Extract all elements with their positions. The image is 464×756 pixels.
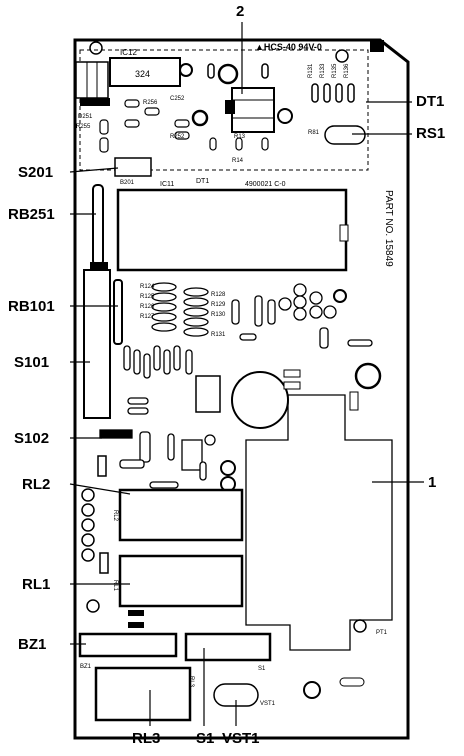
left-small-components — [99, 99, 269, 153]
left-label-11: R14 — [232, 158, 244, 164]
r-label-mid-7: R131 — [211, 332, 226, 338]
rl3-board-label: RL3 — [188, 676, 194, 688]
callout-s201: S201 — [18, 164, 54, 181]
r-label-mid-6: R130 — [211, 312, 226, 318]
callout-bz1: BZ1 — [18, 636, 47, 653]
rs1-component — [324, 125, 366, 145]
s102-area — [99, 429, 236, 492]
c12-capacitor — [354, 362, 382, 390]
callout-rb251: RB251 — [8, 206, 55, 223]
d12-diode — [349, 391, 359, 411]
callout-rs1: RS1 — [416, 125, 446, 142]
cap-top-1 — [217, 63, 239, 85]
r-label-mid-2: R126 — [140, 304, 155, 310]
left-label-1: R255 — [76, 124, 91, 130]
left-label-0: D251 — [78, 114, 93, 120]
region-1-outline — [245, 394, 393, 651]
rl2-relay — [118, 488, 244, 542]
r-label-mid-4: R128 — [211, 292, 226, 298]
rl1-board-label: RL1 — [112, 580, 118, 592]
d110-diode — [128, 622, 144, 628]
callout-rb101: RB101 — [8, 298, 55, 315]
left-label-6: R252 — [170, 134, 185, 140]
r-label-top-0: R131 — [308, 63, 314, 78]
cap-top-4 — [179, 63, 193, 77]
c-bottom-right — [303, 681, 321, 699]
rl1-relay — [118, 554, 244, 608]
r-label-top-1: R133 — [320, 63, 326, 78]
resistor-bank-lower — [123, 345, 193, 415]
resistor-bank-middle — [151, 282, 209, 337]
callout-1: 1 — [428, 474, 437, 491]
r-label-mid-3: R127 — [140, 314, 155, 320]
mounting-holes — [86, 41, 367, 633]
d18-diode — [283, 381, 301, 390]
callout-leaders — [69, 22, 424, 726]
r-label-mid-5: R129 — [211, 302, 226, 308]
ic11-label: IC11 — [160, 181, 174, 188]
dt1-component — [231, 87, 275, 133]
r-label-mid-0: R124 — [140, 284, 155, 290]
r-label-mid-1: R125 — [140, 294, 155, 300]
vst1-board-label: VST1 — [260, 701, 276, 707]
bz1-board-label: BZ1 — [80, 664, 92, 670]
callout-vst1: VST1 — [222, 730, 260, 747]
callout-s102: S102 — [14, 430, 50, 447]
left-strip — [75, 61, 110, 106]
callout-2: 2 — [236, 3, 245, 20]
s1-connector — [184, 632, 272, 662]
callout-rl1: RL1 — [22, 576, 51, 593]
r107-resistor — [128, 610, 144, 616]
ic11-chip — [116, 188, 348, 272]
transistor-column — [81, 455, 109, 574]
callout-rl2: RL2 — [22, 476, 51, 493]
rb101-component — [113, 279, 123, 345]
board-marking: ▲HCS-40 94V-0 — [255, 42, 322, 52]
left-label-4: C252 — [170, 96, 185, 102]
callout-s101: S101 — [14, 354, 50, 371]
bz1-buzzer — [78, 632, 178, 658]
dt1-board-label: DT1 — [196, 178, 209, 185]
left-label-12: R13 — [234, 134, 246, 140]
ic12-text: 324 — [135, 69, 150, 79]
callout-s1: S1 — [196, 730, 215, 747]
dt1-region — [79, 49, 369, 171]
rb251-component — [92, 184, 104, 266]
rb251-base — [90, 262, 108, 270]
d11-diode — [283, 369, 301, 378]
large-capacitor — [231, 371, 289, 429]
s101-switch — [83, 269, 111, 419]
rl3-relay — [94, 666, 192, 722]
part-number: PART NO. 15849 — [383, 190, 394, 267]
s1-board-label: S1 — [258, 666, 266, 672]
r-label-top-3: R136 — [344, 63, 350, 78]
r81-label: R81 — [308, 130, 320, 136]
rl2-board-label: RL2 — [112, 510, 118, 522]
cap-top-2 — [191, 109, 209, 127]
r-label-top-2: R135 — [332, 63, 338, 78]
s201-switch — [114, 157, 152, 177]
q-transistor-block — [195, 375, 221, 413]
resistor-bank-top — [207, 63, 355, 103]
pt1-board-label: PT1 — [376, 630, 388, 636]
c104-component — [339, 677, 365, 687]
cap-top-3 — [277, 108, 293, 124]
board-symbol — [370, 40, 384, 52]
ic12-label: IC12 — [120, 48, 137, 57]
ic-code-label: 4900021 C-0 — [245, 181, 286, 188]
ic11-notch — [339, 224, 349, 242]
middle-right-components — [231, 283, 373, 349]
b201-label: B201 — [120, 180, 135, 186]
pcb-outline — [73, 38, 410, 740]
callout-dt1: DT1 — [416, 93, 445, 110]
callout-rl3: RL3 — [132, 730, 161, 747]
left-label-2: R256 — [143, 100, 158, 106]
